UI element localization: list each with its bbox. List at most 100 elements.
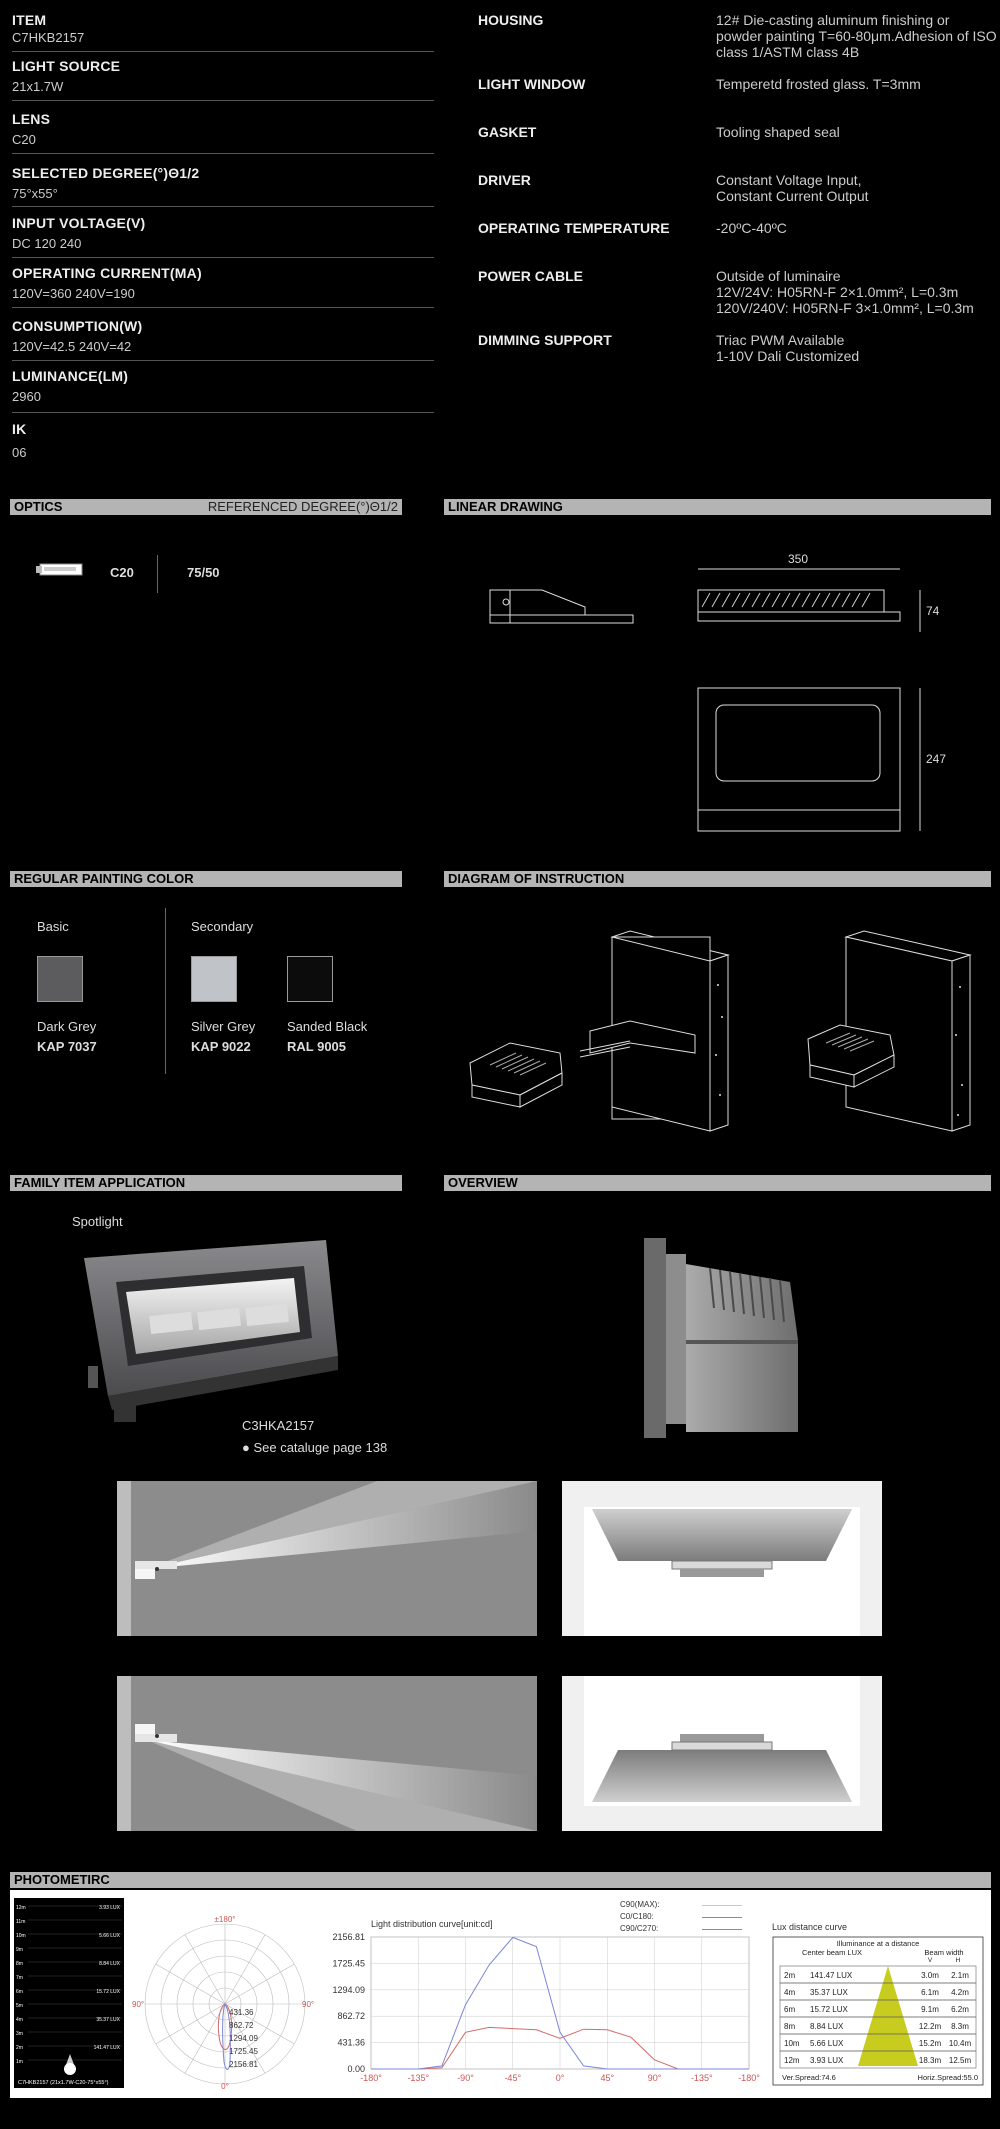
x-tick-label: -135° bbox=[407, 2073, 429, 2083]
polar-spoke bbox=[184, 2003, 226, 2074]
spec-label: SELECTED DEGREE(°)Θ1/2 bbox=[12, 165, 200, 181]
swatch-silver-grey bbox=[191, 956, 237, 1002]
spec-value: 120V=42.5 240V=42 bbox=[12, 339, 434, 361]
polar-top-label: ±180° bbox=[215, 1915, 236, 1924]
lux-distance: 12m bbox=[784, 2056, 800, 2065]
spec-item: SELECTED DEGREE(°)Θ1/2 75°x55° bbox=[12, 165, 434, 207]
spec-item: LIGHT SOURCE 21x1.7W bbox=[12, 58, 434, 101]
spec-label: ITEM bbox=[12, 12, 47, 28]
x-tick-label: -135° bbox=[691, 2073, 713, 2083]
spec-value: -20ºC-40ºC bbox=[716, 220, 787, 236]
color-name: Silver Grey bbox=[191, 1019, 256, 1034]
polar-diagram: ±180° 90° 90° 0° 431.36 862.72 1294.09 1… bbox=[132, 1915, 314, 2091]
section-instruction-header: DIAGRAM OF INSTRUCTION bbox=[444, 871, 991, 887]
x-tick-label: -180° bbox=[360, 2073, 382, 2083]
optics-divider bbox=[157, 555, 158, 593]
spec-label: LIGHT SOURCE bbox=[12, 58, 121, 74]
spec-item: OPERATING CURRENT(MA) 120V=360 240V=190 bbox=[12, 265, 434, 308]
iso-row-label: 10m bbox=[16, 1933, 26, 1939]
beam-front-top bbox=[562, 1481, 882, 1636]
spec-item: POWER CABLE Outside of luminaire 12V/24V… bbox=[478, 268, 998, 316]
series-line bbox=[371, 1936, 749, 2070]
iso-row-label: 8m bbox=[16, 1961, 23, 1967]
iso-row-label: 11m bbox=[16, 1919, 25, 1925]
spec-label: GASKET bbox=[478, 124, 537, 140]
spec-value: 06 bbox=[12, 445, 27, 460]
spec-item: INPUT VOLTAGE(V) DC 120 240 bbox=[12, 215, 434, 258]
spec-item: LUMINANCE(LM) 2960 bbox=[12, 368, 434, 413]
family-note: ● See cataluge page 138 bbox=[242, 1440, 388, 1455]
legend-c0: C0/C180: bbox=[620, 1912, 654, 1921]
section-title: OVERVIEW bbox=[448, 1175, 518, 1190]
polar-spoke bbox=[224, 2003, 295, 2045]
lux-h: 12.5m bbox=[949, 2056, 972, 2065]
y-tick-label: 0.00 bbox=[347, 2064, 365, 2074]
spec-item: DRIVER Constant Voltage Input, Constant … bbox=[478, 172, 998, 204]
lux-h: 2.1m bbox=[951, 1971, 969, 1980]
lux-value: 3.93 LUX bbox=[810, 2056, 844, 2065]
spec-value: Constant Voltage Input, Constant Current… bbox=[716, 172, 869, 204]
beam-front-bottom bbox=[562, 1676, 882, 1831]
section-title: OPTICS bbox=[14, 499, 63, 514]
linear-drawing: 350 74 247 bbox=[489, 552, 946, 832]
polar-spoke bbox=[155, 1963, 226, 2005]
legend-swatch bbox=[702, 1929, 742, 1930]
instruction-diagram bbox=[469, 930, 972, 1132]
lux-v: 18.3m bbox=[919, 2056, 942, 2065]
y-tick-label: 2156.81 bbox=[332, 1932, 365, 1942]
spec-item: DIMMING SUPPORT Triac PWM Available 1-10… bbox=[478, 332, 998, 364]
section-optics-header: OPTICS REFERENCED DEGREE(°)Θ1/2 bbox=[10, 499, 402, 515]
spec-value: 12# Die-casting aluminum finishing or po… bbox=[716, 12, 997, 60]
lux-value: 35.37 LUX bbox=[810, 1988, 848, 1997]
lux-header: Illuminance at a distance bbox=[837, 1939, 920, 1948]
iso-row-label: 6m bbox=[16, 1989, 23, 1995]
lux-h: 10.4m bbox=[949, 2039, 972, 2048]
lux-v: 3.0m bbox=[921, 1971, 939, 1980]
lux-col-center: Center beam LUX bbox=[802, 1948, 862, 1957]
spec-value: 2960 bbox=[12, 389, 434, 413]
beam-side-bottom bbox=[117, 1676, 537, 1831]
section-subtitle: REFERENCED DEGREE(°)Θ1/2 bbox=[207, 499, 398, 514]
spec-item: LENS C20 bbox=[12, 111, 434, 154]
lux-v: 15.2m bbox=[919, 2039, 942, 2048]
chart-title: Light distribution curve[unit:cd] bbox=[371, 1919, 493, 1929]
lux-distance: 2m bbox=[784, 1971, 795, 1980]
iso-row-label: 4m bbox=[16, 2017, 23, 2023]
iso-caption: C7HKB2157 (21x1.7W-C20-75°x55°) bbox=[18, 2080, 109, 2086]
spec-item: HOUSING 12# Die-casting aluminum finishi… bbox=[478, 12, 998, 60]
swatch-sanded-black bbox=[287, 956, 333, 1002]
basic-label: Basic bbox=[37, 919, 69, 934]
lux-table-title: Lux distance curve bbox=[772, 1922, 848, 1932]
lux-v: 9.1m bbox=[921, 2005, 939, 2014]
section-overview-header: OVERVIEW bbox=[444, 1175, 991, 1191]
color-code: RAL 9005 bbox=[287, 1039, 347, 1054]
spec-value: Triac PWM Available 1-10V Dali Customize… bbox=[716, 332, 860, 364]
dim-height: 74 bbox=[926, 604, 940, 618]
lux-value: 15.72 LUX bbox=[810, 2005, 848, 2014]
section-family-header: FAMILY ITEM APPLICATION bbox=[10, 1175, 402, 1191]
lux-distance: 8m bbox=[784, 2022, 795, 2031]
spec-label: HOUSING bbox=[478, 12, 544, 28]
section-title: LINEAR DRAWING bbox=[448, 499, 563, 514]
spec-value: C7HKB2157 bbox=[12, 30, 434, 52]
spec-value: C20 bbox=[12, 132, 434, 154]
iso-value: 8.84 LUX bbox=[99, 1961, 121, 1967]
dim-depth: 247 bbox=[926, 752, 946, 766]
legend-swatch bbox=[702, 1917, 742, 1918]
spec-label: POWER CABLE bbox=[478, 268, 583, 284]
lux-col-width: Beam width bbox=[924, 1948, 963, 1957]
iso-row-label: 2m bbox=[16, 2045, 23, 2051]
spec-label: OPERATING TEMPERATURE bbox=[478, 220, 670, 236]
spec-item: LIGHT WINDOW Temperetd frosted glass. T=… bbox=[478, 76, 998, 92]
polar-value: 862.72 bbox=[229, 2021, 254, 2030]
lux-distance: 10m bbox=[784, 2039, 800, 2048]
spec-value: Tooling shaped seal bbox=[716, 124, 840, 140]
swatch-dark-grey bbox=[37, 956, 83, 1002]
color-code: KAP 7037 bbox=[37, 1039, 97, 1054]
spec-value: DC 120 240 bbox=[12, 236, 434, 258]
spec-label: LIGHT WINDOW bbox=[478, 76, 586, 92]
section-title: REGULAR PAINTING COLOR bbox=[14, 871, 194, 886]
spec-value: 120V=360 240V=190 bbox=[12, 286, 434, 308]
spec-value: Outside of luminaire 12V/24V: H05RN-F 2×… bbox=[716, 268, 974, 316]
